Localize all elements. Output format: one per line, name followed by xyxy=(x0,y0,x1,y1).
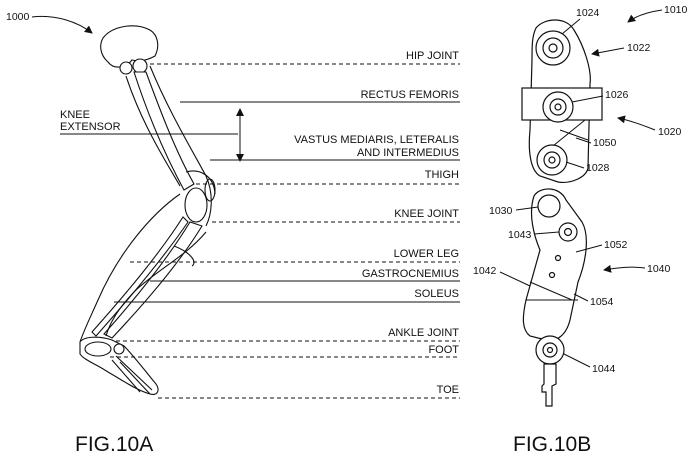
ref-1044: 1044 xyxy=(592,363,616,375)
ref-1030: 1030 xyxy=(489,205,513,217)
heel-bone xyxy=(85,342,111,356)
fig-10b: 1010 1024 1022 1026 xyxy=(473,4,688,456)
ankle-joint-label: ANKLE JOINT xyxy=(388,327,459,339)
ref-1043: 1043 xyxy=(508,229,532,241)
ref-1040: 1040 xyxy=(647,263,671,275)
fig-10a: 1000 KNEE EXTENSOR xyxy=(6,11,460,456)
ref-1042: 1042 xyxy=(473,265,497,277)
ref-1020: 1020 xyxy=(658,126,682,138)
ref-1020-arrow xyxy=(618,118,655,130)
femoral-head xyxy=(133,59,147,73)
knee-joint-label: KNEE JOINT xyxy=(394,208,459,220)
ref-1000-arrow xyxy=(32,16,92,33)
soleus-label: SOLEUS xyxy=(414,288,459,300)
pulley-1028-inner xyxy=(549,157,555,163)
ref-1042-leader xyxy=(500,272,530,286)
vastus-label-1: VASTUS MEDIARIS, LETERALIS xyxy=(294,134,459,146)
vastus-label-2: AND INTERMEDIUS xyxy=(357,147,459,159)
greater-trochanter xyxy=(120,62,132,74)
knee-extensor-arrow-down xyxy=(236,154,244,162)
ref-1054: 1054 xyxy=(590,296,614,308)
fig-10b-caption: FIG.10B xyxy=(513,433,591,456)
ref-1050: 1050 xyxy=(593,137,617,149)
ref-1010: 1010 xyxy=(664,4,688,16)
pin-1052-b xyxy=(550,273,555,278)
knee-extensor-arrow-up xyxy=(236,108,244,116)
gastrocnemius-label: GASTROCNEMIUS xyxy=(362,268,459,280)
fibula-bone xyxy=(92,217,188,336)
ref-1010-arrow xyxy=(628,10,662,22)
joint-1030 xyxy=(538,195,560,217)
pulley-1024-inner xyxy=(549,44,557,52)
hip-joint-label: HIP JOINT xyxy=(406,50,459,62)
knee-condyle xyxy=(185,188,207,222)
knee-extensor-label-2: EXTENSOR xyxy=(60,121,121,133)
femur-bone xyxy=(134,72,194,190)
ref-1022: 1022 xyxy=(627,42,651,54)
ref-1024: 1024 xyxy=(576,7,600,19)
ref-1022-arrow xyxy=(592,48,624,54)
ref-1052: 1052 xyxy=(604,239,628,251)
joint-1043-inner xyxy=(565,229,572,236)
ref-1026: 1026 xyxy=(605,89,629,101)
pelvis-bone xyxy=(101,26,158,67)
pulley-1026-inner xyxy=(555,104,561,110)
fig-10a-caption: FIG.10A xyxy=(75,433,153,456)
toe-label: TOE xyxy=(437,384,459,396)
foot-plate xyxy=(542,364,556,406)
lower-leg-label: LOWER LEG xyxy=(394,248,459,260)
pin-1052-a xyxy=(556,256,561,261)
ref-1028: 1028 xyxy=(586,162,610,174)
knee-extensor-label-1: KNEE xyxy=(60,109,90,121)
ref-1044-leader xyxy=(564,354,590,367)
talus-bone xyxy=(114,344,124,354)
foot-label: FOOT xyxy=(428,344,459,356)
thigh-label: THIGH xyxy=(425,169,459,181)
ref-1000: 1000 xyxy=(6,11,30,23)
ref-1040-arrow xyxy=(604,267,645,270)
ankle-joint-1044-inner xyxy=(548,348,553,353)
tibia-bone xyxy=(104,222,202,338)
rectus-femoris-label: RECTUS FEMORIS xyxy=(361,89,459,101)
